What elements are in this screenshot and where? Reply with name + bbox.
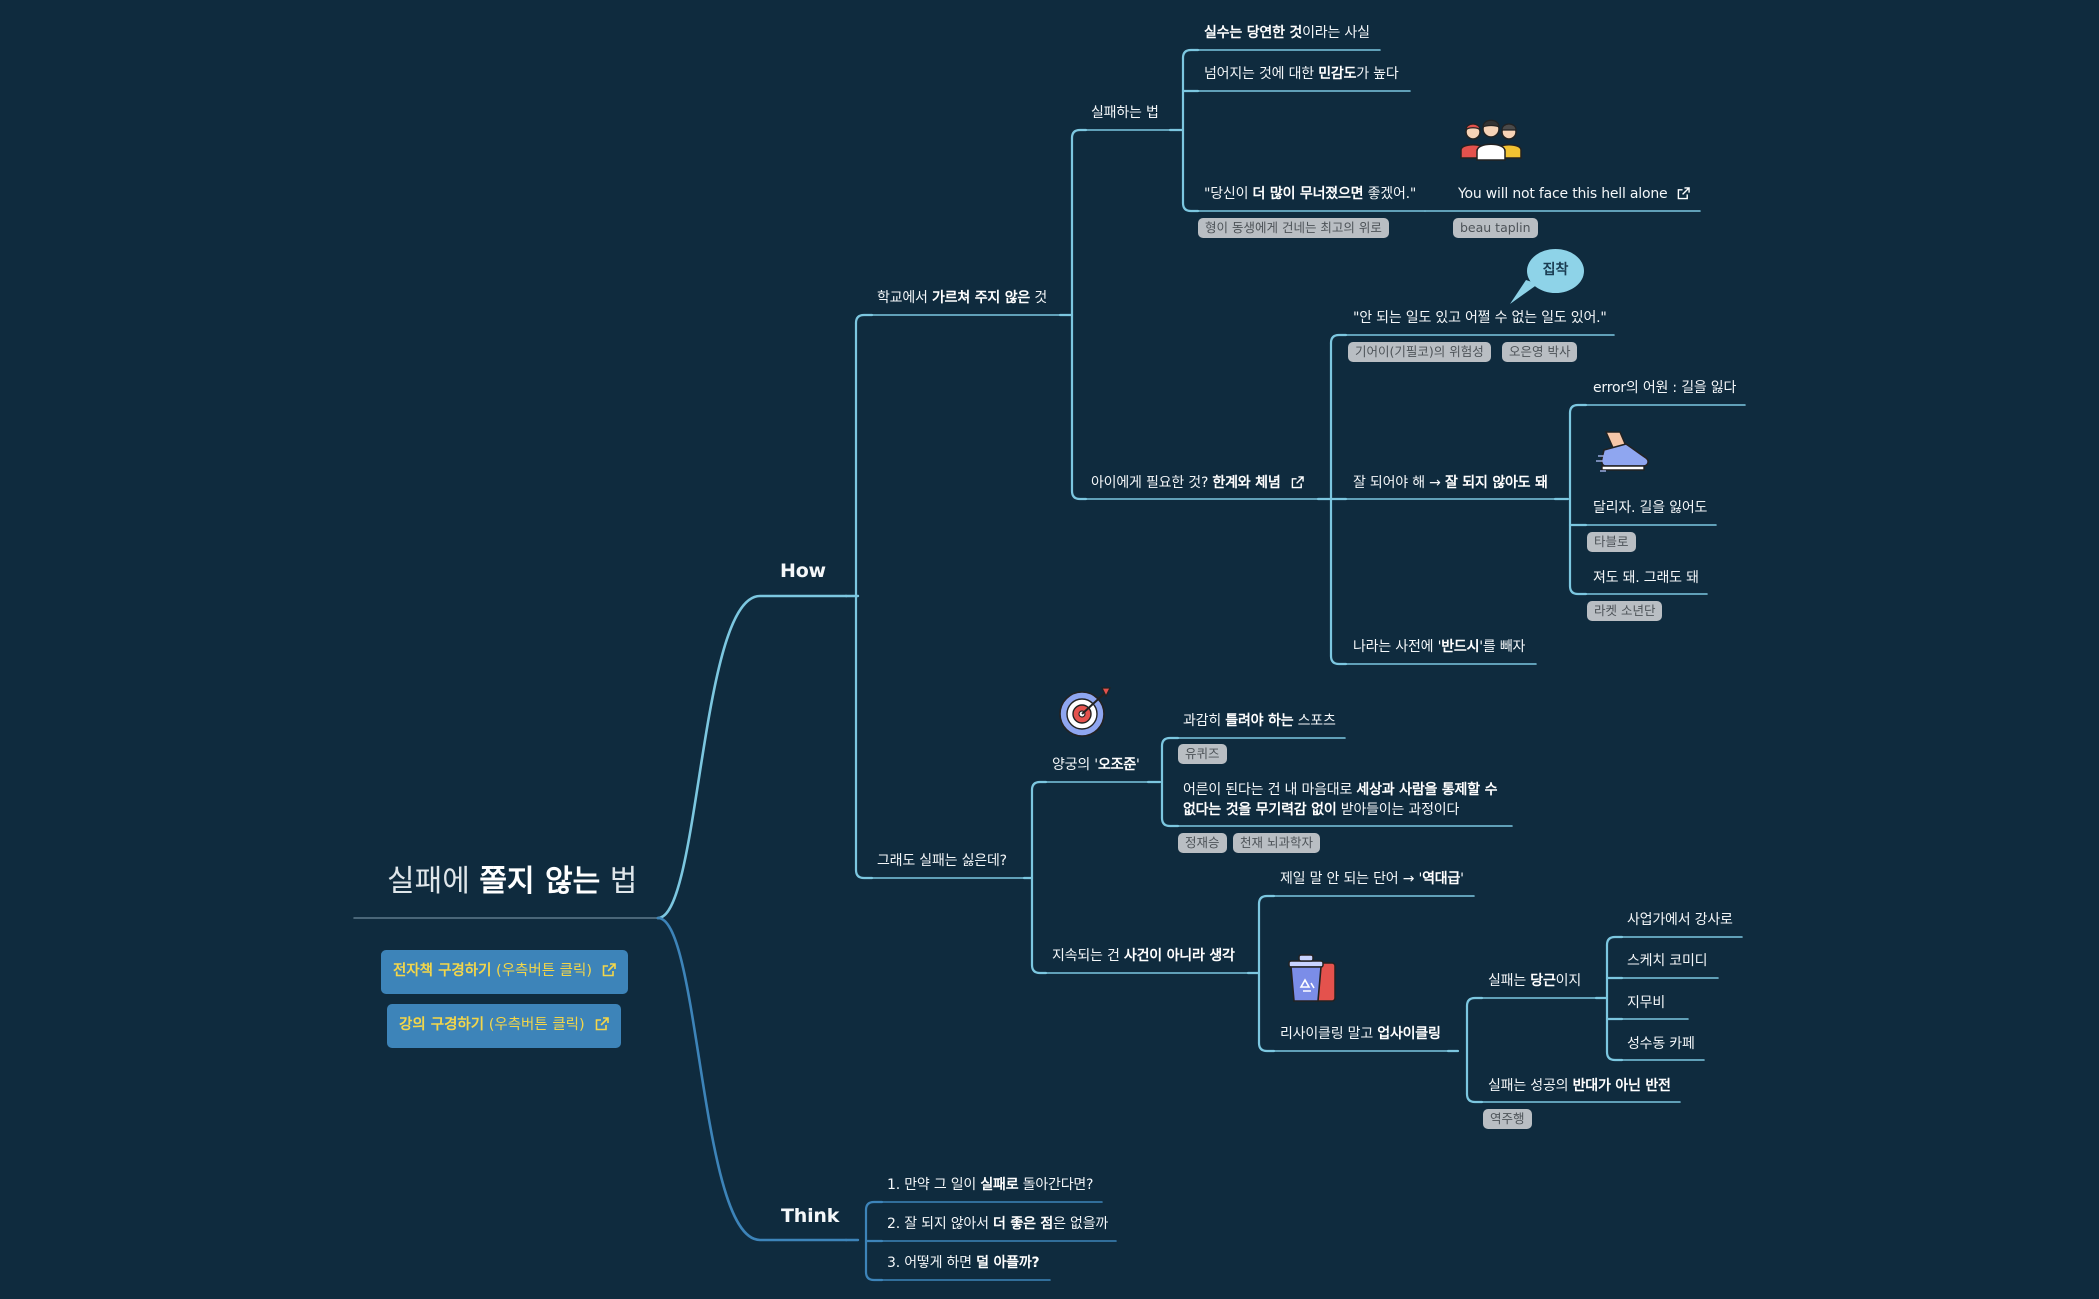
branch-curve [656, 916, 848, 1242]
tag-comfort: 형이 동생에게 건네는 최고의 위로 [1198, 218, 1389, 238]
jimubi-node[interactable]: 지무비 [1627, 995, 1666, 1011]
branch-curve [656, 594, 848, 920]
error-node[interactable]: error의 어원 : 길을 잃다 [1593, 380, 1737, 396]
branch-elbow [1465, 1092, 1484, 1104]
branch-elbow [1030, 963, 1048, 975]
think-node[interactable]: Think [781, 1205, 840, 1227]
branch-elbow [1030, 780, 1048, 792]
fail-how-node[interactable]: 실패하는 법 [1091, 105, 1159, 121]
archery-node[interactable]: 양궁의 '오조준' [1052, 757, 1140, 773]
think-item[interactable]: 3. 어떻게 하면 덜 아플까? [887, 1255, 1040, 1271]
branch-elbow [854, 313, 874, 325]
obsession-bubble: 집착 [1527, 249, 1584, 293]
worst-node[interactable]: 제일 말 안 되는 단어 → '역대급' [1280, 871, 1464, 887]
persist-node[interactable]: 지속되는 건 사건이 아니라 생각 [1052, 948, 1235, 964]
root-title: 실패에 쫄지 않는 법 [387, 864, 638, 899]
branch-elbow [1329, 654, 1348, 666]
think-item[interactable]: 2. 잘 되지 않아서 더 좋은 점은 없을까 [887, 1216, 1109, 1232]
lose-node[interactable]: 져도 돼. 그래도 돼 [1593, 570, 1699, 586]
think-item[interactable]: 1. 만약 그 일이 실패로 돌아간다면? [887, 1177, 1094, 1193]
tag-reversal: 역주행 [1483, 1109, 1532, 1129]
branch-elbow [864, 1200, 884, 1212]
tag-beau: beau taplin [1453, 218, 1538, 238]
reversal-node[interactable]: 실패는 성공의 반대가 아닌 반전 [1488, 1078, 1671, 1094]
sensitive-node[interactable]: 넘어지는 것에 대한 민감도가 높다 [1204, 66, 1399, 82]
external-link-icon [1677, 186, 1691, 206]
branch-elbow [1160, 736, 1180, 748]
branch-elbow [1160, 816, 1180, 828]
lecture-button[interactable]: 강의 구경하기 (우측버튼 클릭) [387, 1004, 621, 1048]
branch-elbow [1181, 48, 1200, 60]
external-link-icon [595, 1006, 609, 1048]
branch-elbow [1257, 894, 1276, 906]
school-node[interactable]: 학교에서 가르쳐 주지 않은 것 [877, 290, 1048, 306]
recycle-node[interactable]: 리사이클링 말고 업사이클링 [1280, 1026, 1441, 1042]
branch-elbow [1465, 996, 1484, 1008]
branch-elbow [864, 1270, 884, 1282]
branch-elbow [1605, 935, 1624, 947]
branch-elbow [1568, 584, 1588, 596]
quote1-node[interactable]: "당신이 더 많이 무너졌으면 좋겠어." [1204, 186, 1417, 202]
branch-elbow [1257, 1041, 1276, 1053]
external-link-icon [1291, 475, 1304, 495]
branch-elbow [1329, 333, 1348, 345]
people-icon [1459, 118, 1523, 166]
branch-elbow [1605, 1050, 1624, 1062]
cafe-node[interactable]: 성수동 카페 [1627, 1036, 1695, 1052]
quote2-node[interactable]: "안 되는 일도 있고 어쩔 수 없는 일도 있어." [1353, 310, 1607, 326]
shoe-icon [1596, 428, 1652, 482]
tag-jeong: 정재승 [1178, 833, 1227, 853]
hell-node[interactable]: You will not face this hell alone [1458, 184, 1691, 206]
carrot-node[interactable]: 실패는 당근이지 [1488, 973, 1582, 989]
mistake-node[interactable]: 실수는 당연한 것이라는 사실 [1204, 25, 1370, 41]
branch-elbow [854, 868, 874, 880]
recycle-bin-icon [1283, 953, 1339, 1009]
branch-elbow [1070, 489, 1088, 501]
lecturer-node[interactable]: 사업가에서 강사로 [1627, 912, 1733, 928]
sketch-node[interactable]: 스케치 코미디 [1627, 953, 1708, 969]
speech-bubble-tail [1510, 280, 1538, 304]
tag-oh: 오은영 박사 [1502, 342, 1578, 362]
adult-node[interactable]: 어른이 된다는 건 내 마음대로 세상과 사람을 통제할 수 없다는 것을 무기… [1183, 782, 1498, 818]
sport-node[interactable]: 과감히 틀려야 하는 스포츠 [1183, 713, 1336, 729]
must-node[interactable]: 잘 되어야 해 → 잘 되지 않아도 돼 [1353, 475, 1548, 491]
still-node[interactable]: 그래도 실패는 싫은데? [877, 853, 1007, 869]
branch-elbow [1181, 201, 1200, 213]
tag-racket: 라켓 소년단 [1587, 601, 1663, 621]
external-link-icon [602, 952, 616, 994]
tag-genius: 천재 뇌과학자 [1233, 833, 1320, 853]
dictionary-node[interactable]: 나라는 사전에 '반드시'를 빼자 [1353, 639, 1526, 655]
branch-elbow [1070, 128, 1088, 140]
how-node[interactable]: How [780, 560, 826, 582]
target-icon [1058, 686, 1114, 742]
tag-tablo: 타블로 [1587, 532, 1636, 552]
run-node[interactable]: 달리자. 길을 잃어도 [1593, 500, 1708, 516]
tag-gear: 기어이(기필코)의 위험성 [1348, 342, 1491, 362]
branch-elbow [1568, 403, 1588, 415]
ebook-button[interactable]: 전자책 구경하기 (우측버튼 클릭) [381, 950, 629, 994]
child-node[interactable]: 아이에게 필요한 것? 한계와 체념 [1091, 473, 1304, 495]
tag-yuquiz: 유퀴즈 [1178, 744, 1227, 764]
